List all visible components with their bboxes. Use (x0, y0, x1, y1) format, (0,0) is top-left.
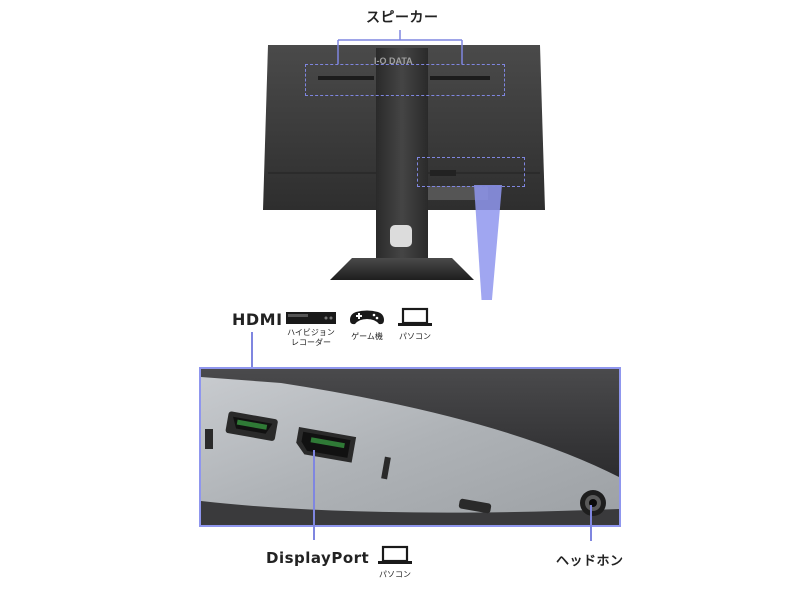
monitor-rear-view (263, 30, 545, 300)
device-label: ゲーム機 (351, 332, 383, 341)
port-area-highlight-box (417, 157, 525, 187)
gamepad-icon (350, 310, 384, 325)
headphone-label: ヘッドホン (556, 554, 624, 569)
hdmi-label: HDMI (232, 310, 283, 329)
speaker-highlight-box (305, 64, 505, 96)
device-pc-displayport: パソコン (372, 544, 418, 588)
displayport-callout-line (313, 450, 315, 540)
device-label: パソコン (399, 332, 431, 341)
recorder-icon (286, 312, 336, 324)
port-detail-panel (199, 367, 621, 527)
device-pc-hdmi: パソコン (392, 306, 438, 356)
headphone-callout-line (590, 505, 592, 541)
brand-logo: I-O DATA (374, 56, 413, 66)
speaker-label: スピーカー (366, 10, 439, 26)
device-game: ゲーム機 (344, 306, 390, 356)
displayport-label: DisplayPort (266, 549, 370, 567)
device-label: ハイビジョン レコーダー (287, 328, 335, 347)
device-label: パソコン (379, 570, 411, 579)
laptop-icon (378, 545, 412, 564)
laptop-icon (398, 307, 432, 326)
device-recorder: ハイビジョン レコーダー (280, 306, 342, 356)
